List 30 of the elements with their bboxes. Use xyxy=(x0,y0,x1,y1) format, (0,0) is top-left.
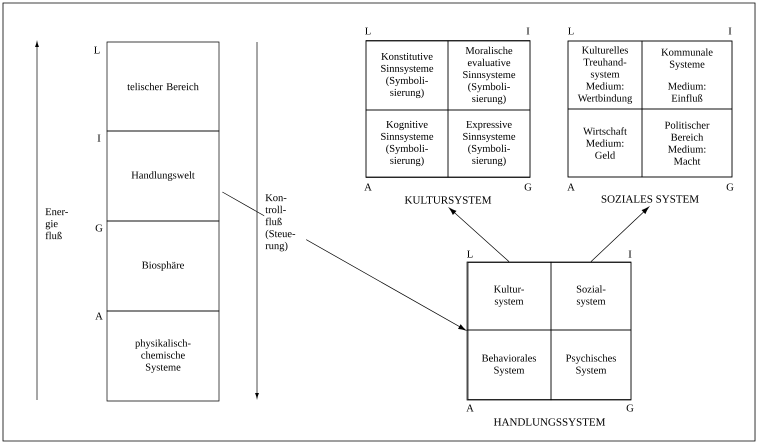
cell: telischer Bereich xyxy=(106,42,220,132)
corner-letter: G xyxy=(524,183,532,191)
corner-letter: I xyxy=(98,134,100,142)
cell: Biosphäre xyxy=(106,220,220,312)
cell: Kommunale Systeme Medium: Einfluß xyxy=(642,40,732,110)
cell: Behaviorales System xyxy=(466,330,552,400)
cell: Konstitutive Sinnsysteme (Symboli- sierung) xyxy=(366,40,448,110)
corner-letter: G xyxy=(96,224,102,232)
cell: Kognitive Sinnsysteme (Symboli- sierung) xyxy=(366,110,448,178)
cell: Sozial- system xyxy=(550,262,632,330)
node-label: HANDLUNGSSYSTEM xyxy=(494,418,606,426)
corner-letter: G xyxy=(726,183,734,191)
arrow xyxy=(590,206,650,262)
cell: Politischer Bereich Medium: Macht xyxy=(642,108,732,178)
cell: Moralische evaluative Sinnsysteme (Symboli- sierung) xyxy=(448,40,530,110)
cell: Kultur- system xyxy=(466,262,552,330)
cell: Wirtschaft Medium: Geld xyxy=(568,108,642,178)
corner-letter: A xyxy=(364,184,372,190)
node-label: KULTURSYSTEM xyxy=(404,196,492,204)
cell: Psychisches System xyxy=(550,330,632,400)
arrow xyxy=(448,208,510,262)
corner-letter: A xyxy=(95,312,103,320)
cell: Expressive Sinnsysteme (Symboli- sierung) xyxy=(448,110,530,178)
flow-label: Ener- gie fluß xyxy=(46,208,68,240)
corner-letter: G xyxy=(626,404,634,412)
node-label: SOZIALES SYSTEM xyxy=(602,195,699,203)
cell: physikalisch- chemische Systeme xyxy=(106,310,220,402)
cell: Handlungswelt xyxy=(106,130,220,222)
cell: Kulturelles Treuhand- system Medium: Wertbindung xyxy=(568,40,642,110)
edge-label: Kon- troll- fluß (Steue- rung) xyxy=(264,193,306,252)
